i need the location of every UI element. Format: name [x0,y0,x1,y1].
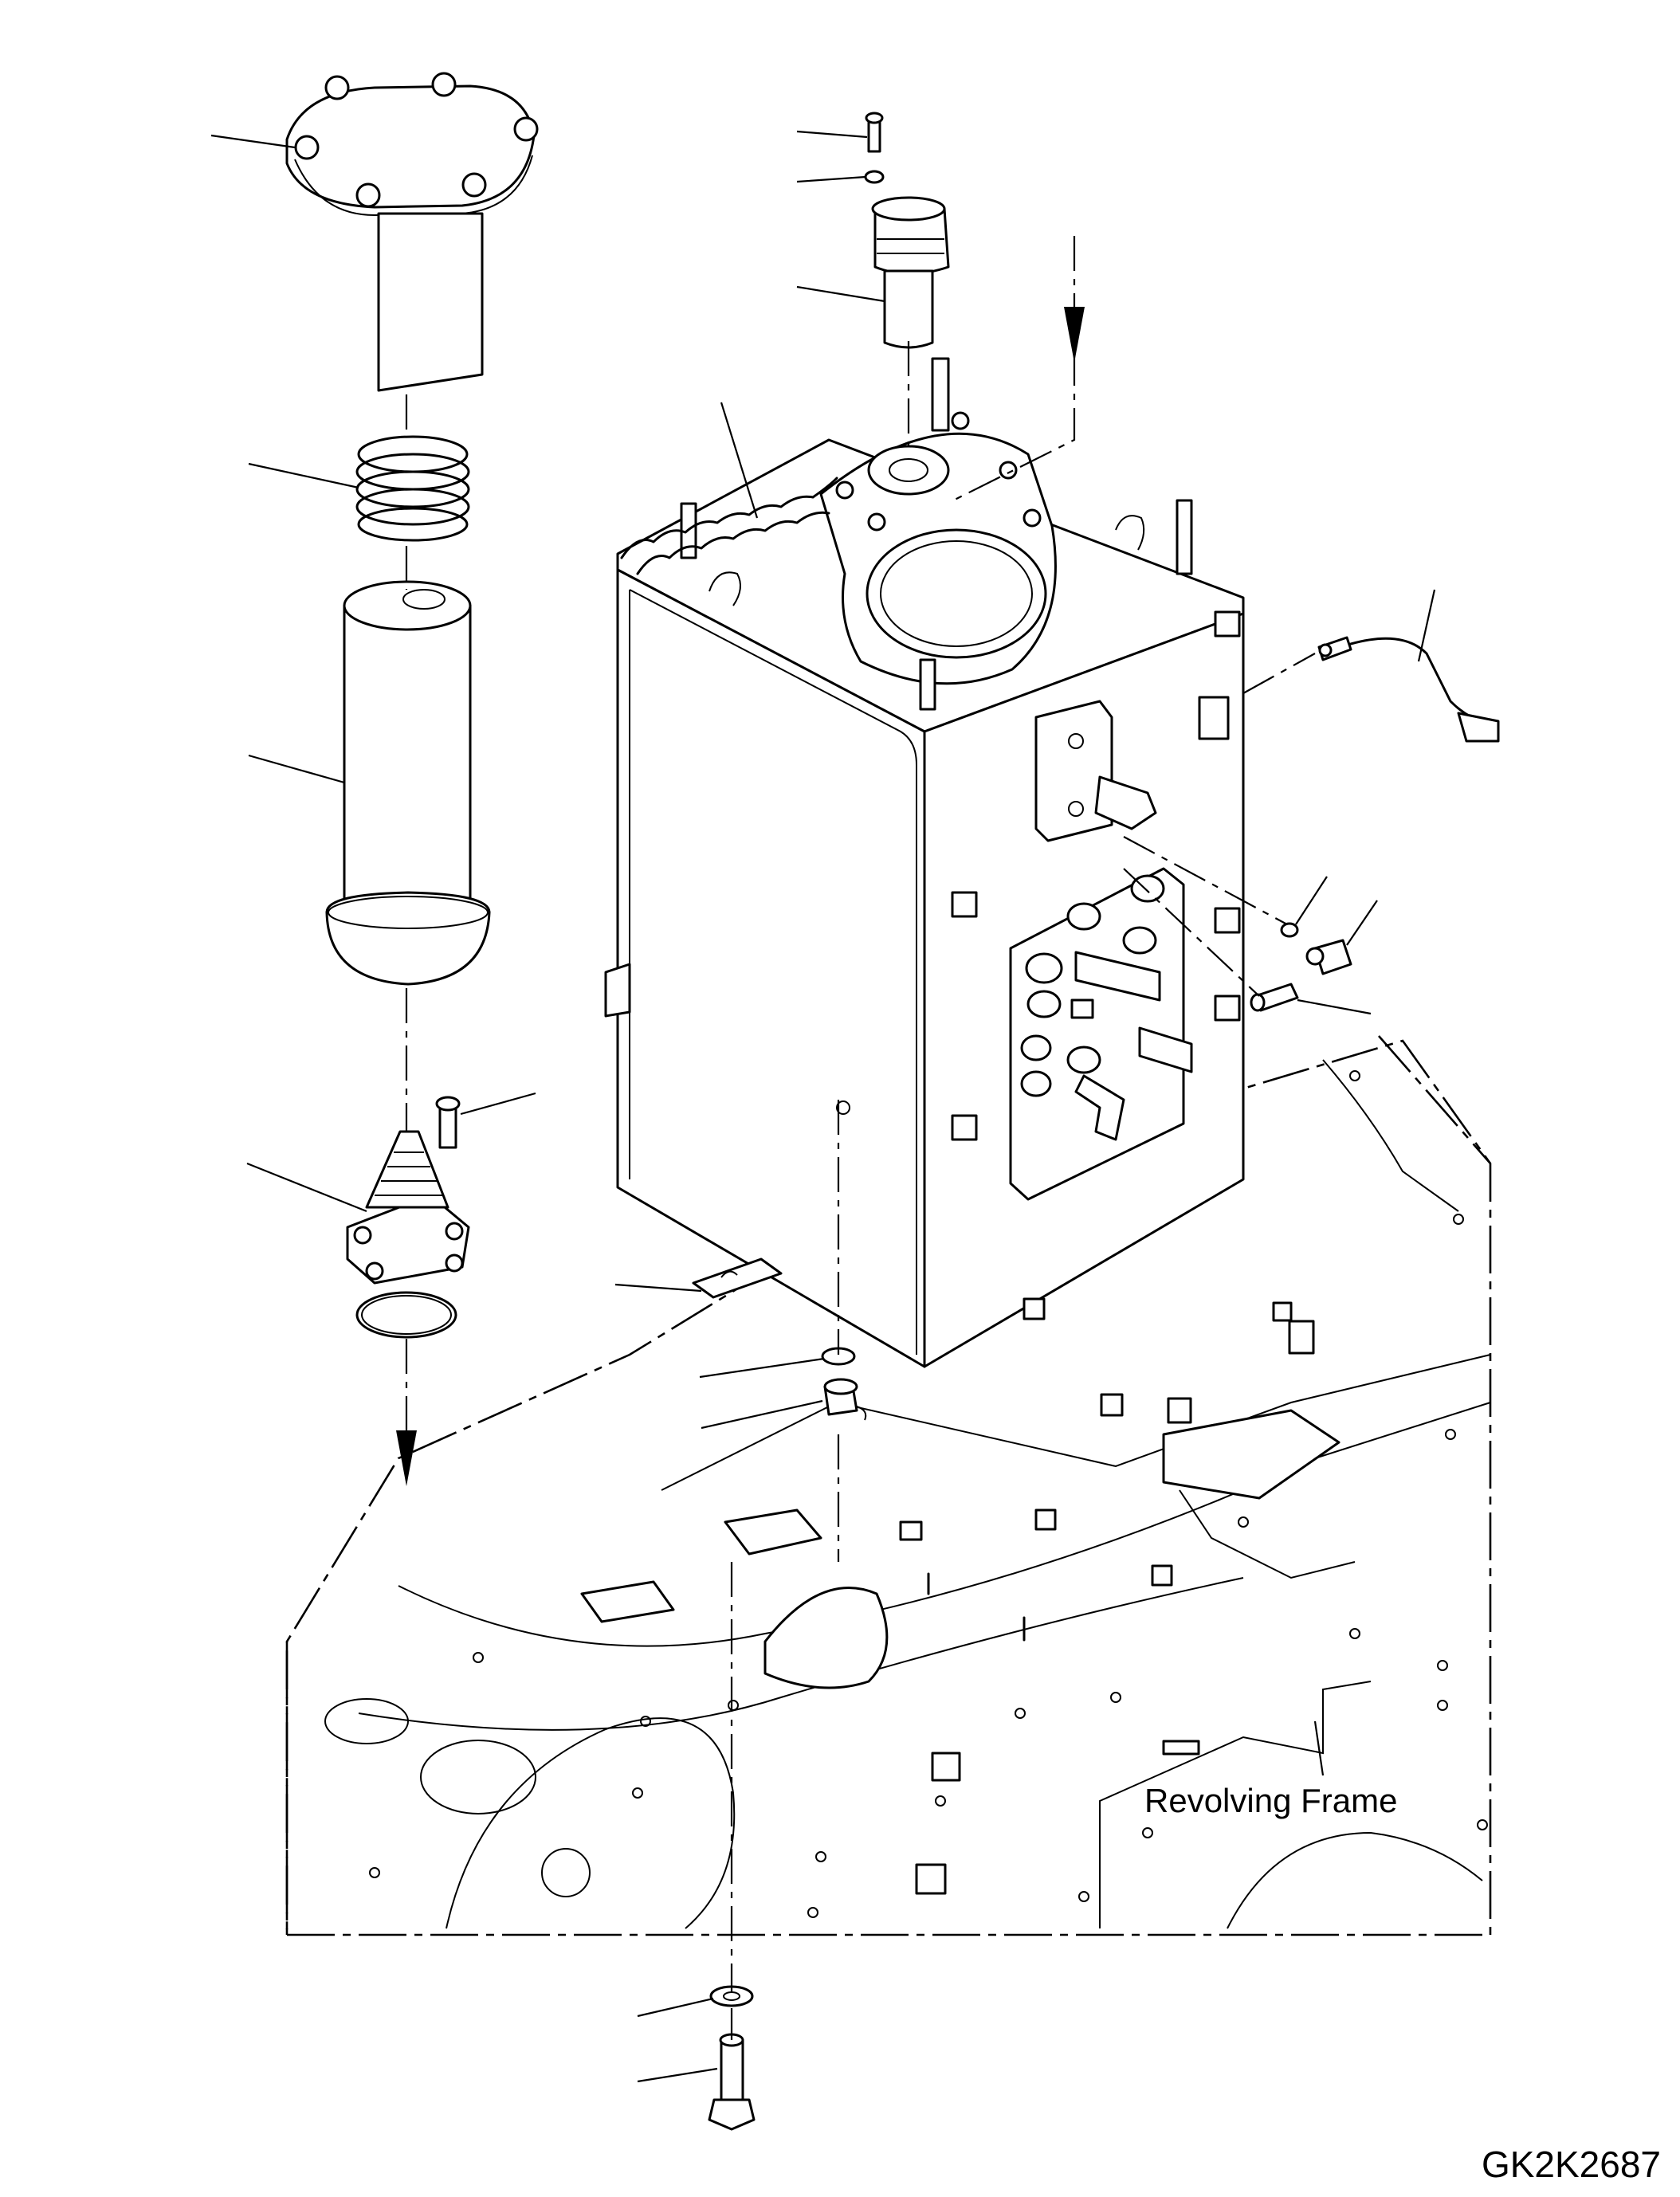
strainer-spring [355,435,470,542]
figure-id: GK2K2687 [1481,2144,1661,2185]
bypass-valve [346,1130,470,1285]
revolving-frame-label: Revolving Frame [1144,1782,1398,1819]
hose-fittings [1020,874,1193,1141]
strainer-element [325,580,491,986]
leader-lines [210,130,1436,2083]
strainer-cover [285,72,539,392]
air-breather [871,196,950,349]
strainer-bolt [435,1096,461,1149]
mounting-bolt [708,2033,756,2131]
pipe-fitting [1250,983,1299,1012]
revolving-frame [285,1035,1492,1936]
shim-plate [692,1257,783,1299]
connector-elbow [1305,939,1352,975]
breather-bolt [865,112,884,153]
direction-arrow-down-right [1064,307,1085,363]
drain-plug [823,1378,867,1421]
sensor-washer [1280,922,1299,938]
level-sensor-harness [1317,636,1500,743]
o-ring [355,1291,457,1339]
breather-washer [864,170,885,184]
direction-arrow-down-left [396,1430,417,1486]
hydraulic-tank [604,357,1245,1368]
